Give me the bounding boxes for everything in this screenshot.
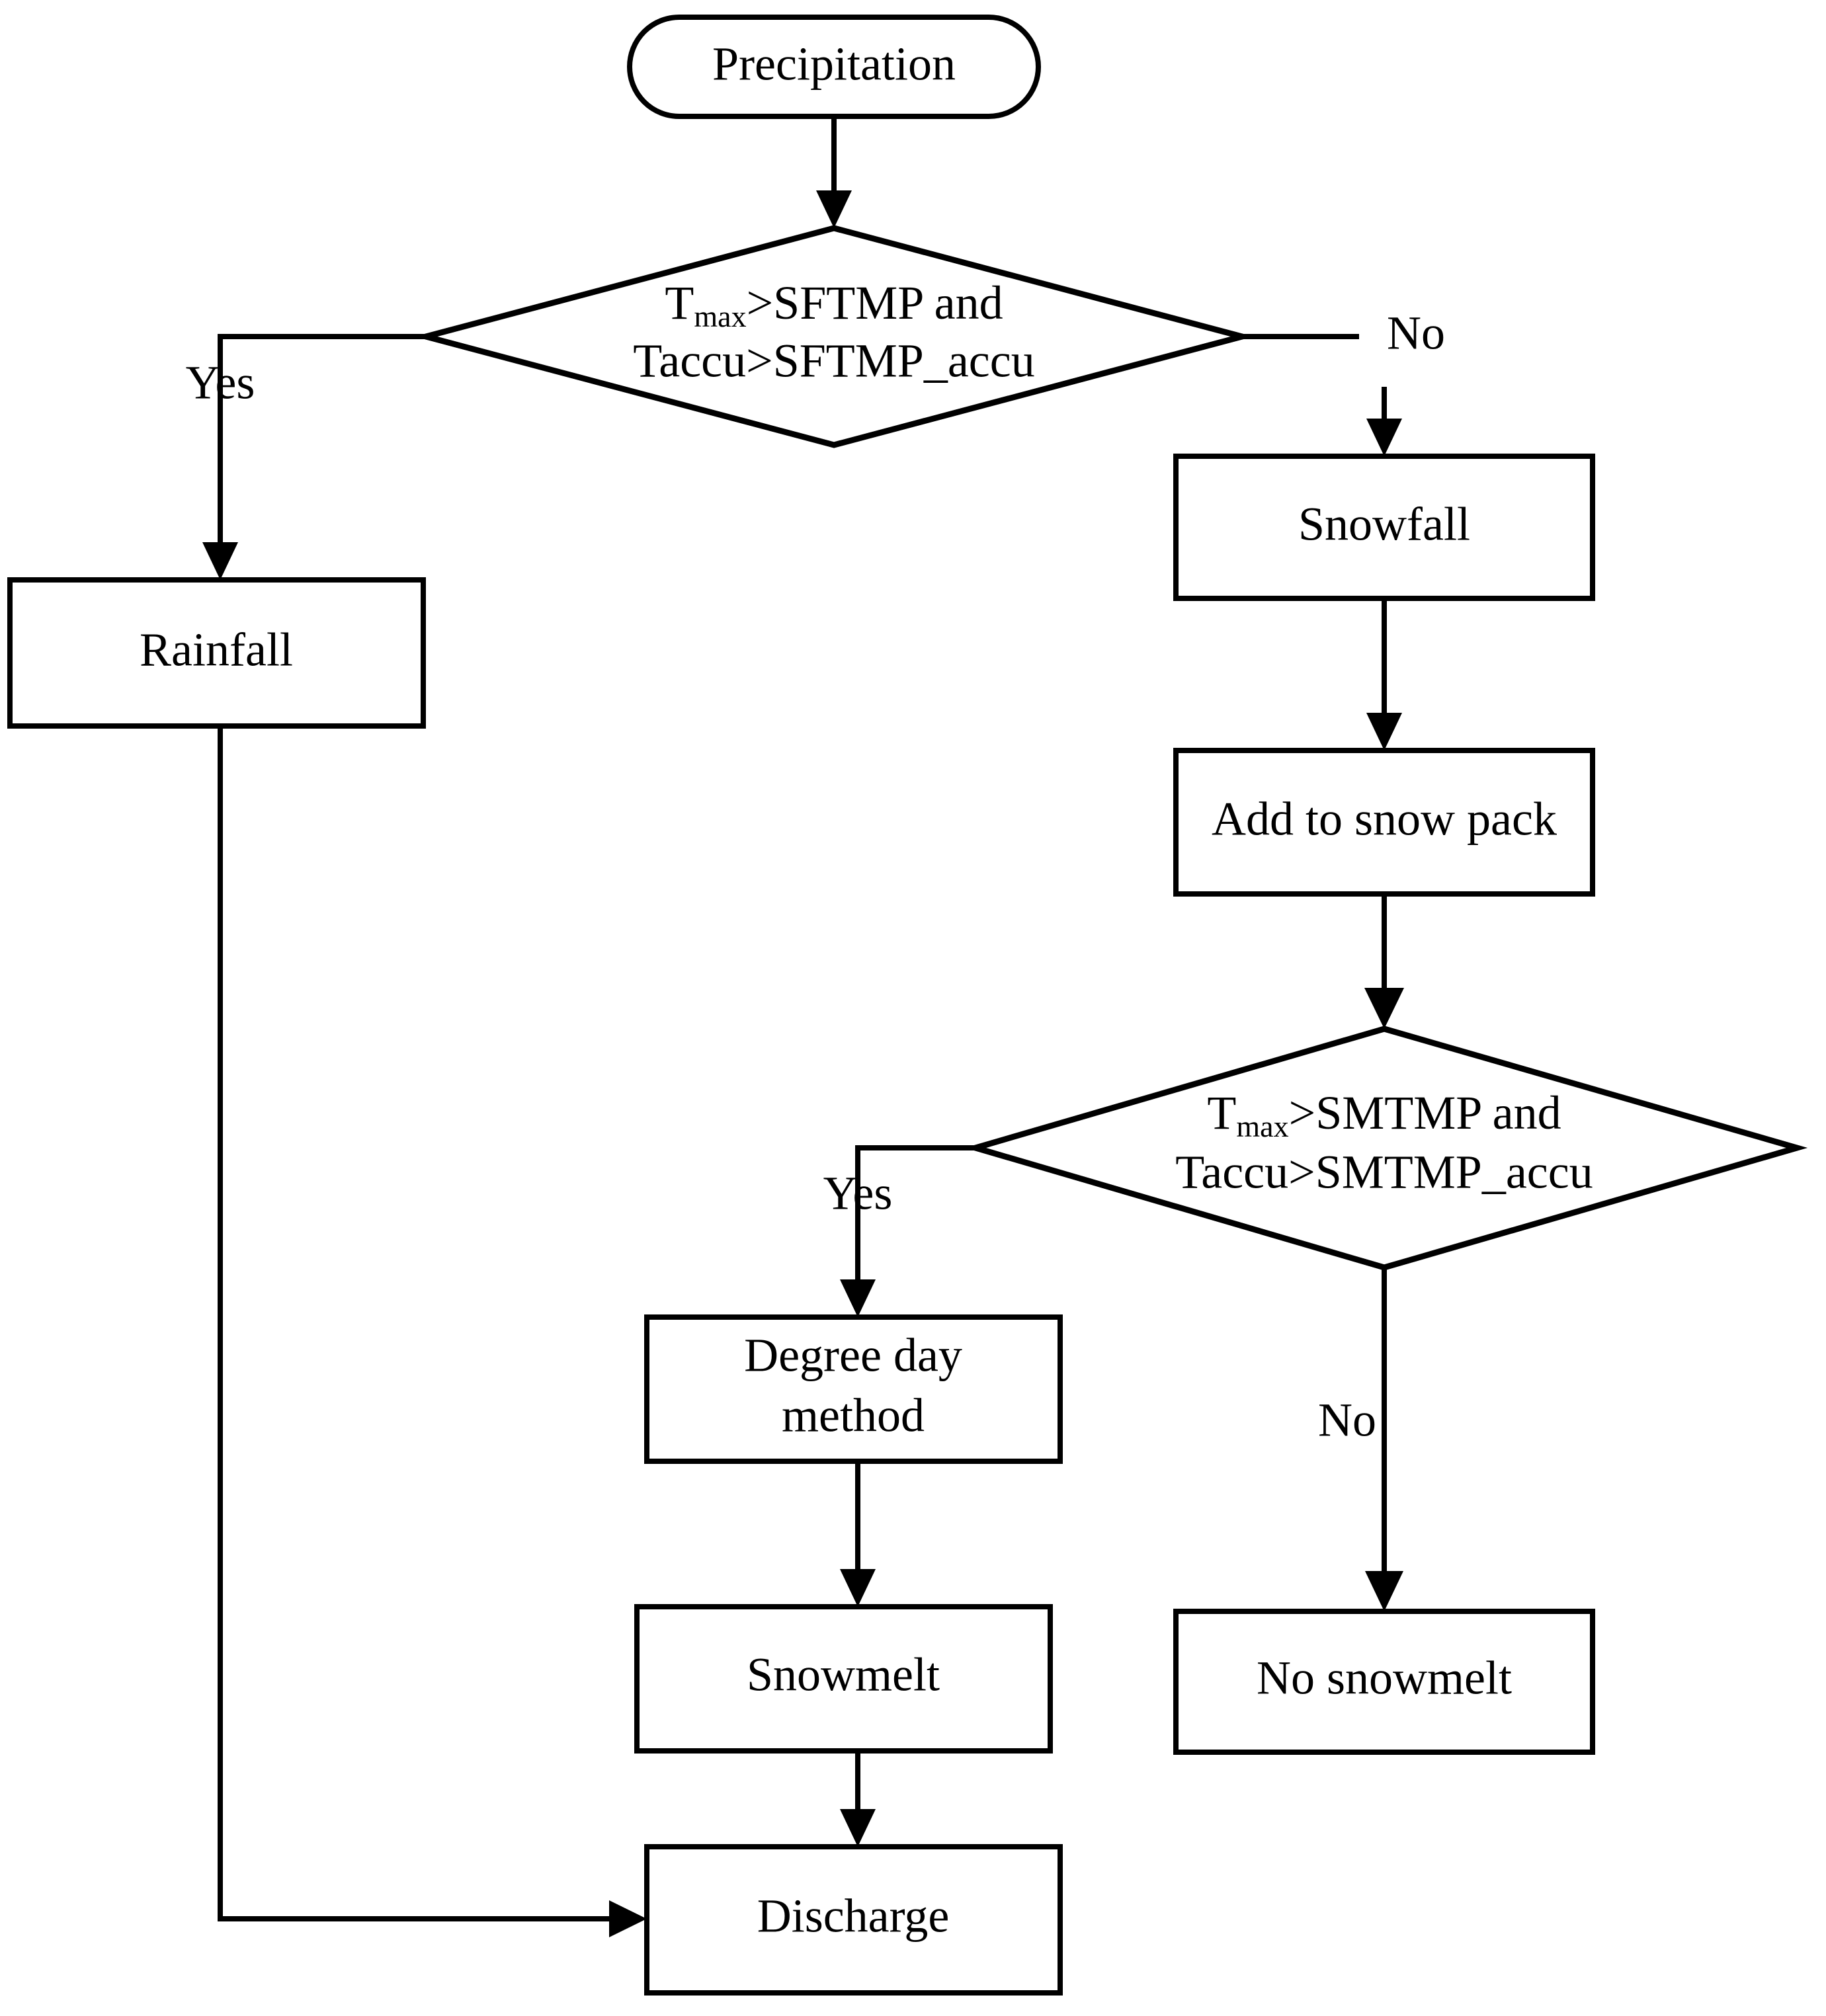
decision-smtmp-shape	[964, 1026, 1808, 1271]
decision-sftmp-line1: Tmax>SFTMP and	[665, 276, 1003, 333]
precipitation-label: Precipitation	[712, 38, 956, 91]
node-snowmelt[interactable]: Snowmelt	[634, 1604, 1053, 1754]
arrowhead-icon	[202, 542, 238, 580]
arrowhead-icon	[609, 1900, 647, 1937]
snowpack-label: Add to snow pack	[1212, 793, 1557, 846]
edge-degreeday-to-snowmelt	[840, 1461, 876, 1607]
edge-snowpack-to-decision2	[1364, 894, 1404, 1029]
snowfall-shape	[1173, 454, 1595, 601]
node-precipitation[interactable]: Precipitation	[627, 15, 1041, 119]
decision-sftmp-shape	[414, 225, 1254, 448]
edge-label-decision1-yes: Yes	[186, 356, 255, 409]
edge-snowfall-to-snowpack	[1366, 598, 1402, 750]
nosnowmelt-shape	[1173, 1609, 1595, 1755]
degreeday-label-line1: Degree day	[744, 1329, 962, 1382]
snowmelt-shape	[634, 1604, 1053, 1754]
snowfall-label: Snowfall	[1298, 498, 1470, 551]
edge-start-to-decision1	[816, 116, 852, 228]
arrowhead-icon	[1366, 713, 1402, 750]
edge-decision2-yes-to-degreeday	[840, 1145, 975, 1317]
discharge-shape	[644, 1844, 1063, 1996]
edge-decision1-no-to-snowfall	[1242, 334, 1402, 456]
node-decision-smtmp[interactable]: Tmax>SMTMP and Taccu>SMTMP_accu	[964, 1026, 1808, 1271]
discharge-label: Discharge	[757, 1890, 950, 1943]
node-rainfall[interactable]: Rainfall	[7, 577, 426, 729]
edge-snowmelt-to-discharge	[840, 1751, 876, 1847]
rainfall-shape	[7, 577, 426, 729]
nosnowmelt-label: No snowmelt	[1257, 1652, 1512, 1705]
node-no-snowmelt[interactable]: No snowmelt	[1173, 1609, 1595, 1755]
node-add-to-snow-pack[interactable]: Add to snow pack	[1173, 748, 1595, 897]
arrowhead-icon	[840, 1809, 876, 1847]
edge-label-decision1-no: No	[1387, 307, 1445, 360]
arrowhead-icon	[1365, 1571, 1403, 1611]
node-discharge[interactable]: Discharge	[644, 1844, 1063, 1996]
arrowhead-icon	[1366, 419, 1402, 456]
edge-label-decision2-yes: Yes	[823, 1167, 893, 1220]
decision-sftmp-line2: Taccu>SFTMP_accu	[633, 335, 1034, 387]
edge-label-decision2-no: No	[1318, 1394, 1376, 1447]
edge-decision1-yes-to-rainfall	[202, 334, 426, 580]
precipitation-shape	[627, 15, 1041, 119]
arrowhead-icon	[840, 1279, 876, 1317]
decision-smtmp-line1: Tmax>SMTMP and	[1207, 1086, 1561, 1143]
edge-rainfall-to-discharge	[218, 726, 647, 1937]
rainfall-label: Rainfall	[140, 624, 293, 676]
arrowhead-icon	[816, 190, 852, 228]
arrowhead-icon	[840, 1569, 876, 1607]
degreeday-label-line2: method	[782, 1389, 925, 1442]
node-degree-day-method[interactable]: Degree day method	[644, 1314, 1063, 1464]
node-decision-sftmp[interactable]: Tmax>SFTMP and Taccu>SFTMP_accu	[414, 225, 1254, 448]
snowmelt-label: Snowmelt	[747, 1648, 940, 1701]
edge-decision2-no-to-nosnowmelt	[1365, 1268, 1403, 1611]
arrowhead-icon	[1364, 988, 1404, 1029]
decision-smtmp-line2: Taccu>SMTMP_accu	[1175, 1146, 1593, 1199]
node-snowfall[interactable]: Snowfall	[1173, 454, 1595, 601]
degreeday-shape	[644, 1314, 1063, 1464]
snowpack-shape	[1173, 748, 1595, 897]
